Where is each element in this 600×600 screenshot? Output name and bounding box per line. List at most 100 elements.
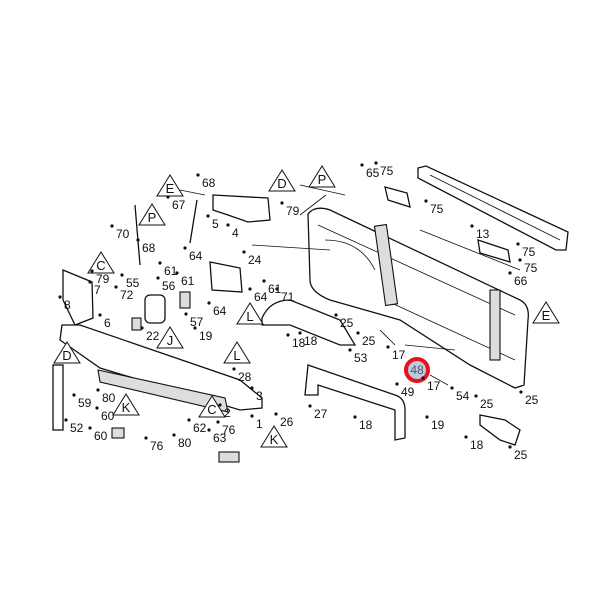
strip-52 <box>52 364 64 431</box>
part-label: 68 <box>142 241 156 255</box>
leader-dot <box>242 250 246 254</box>
leader-dot <box>516 242 520 246</box>
leader-dot <box>175 271 179 275</box>
leader-dot <box>58 295 62 299</box>
callout-triangle <box>198 395 226 418</box>
callout-triangle <box>156 174 184 197</box>
highlight-ring[interactable] <box>404 357 430 383</box>
bracket-d <box>212 194 271 223</box>
leader-dot <box>64 418 68 422</box>
lower-reinforcement <box>59 324 263 411</box>
callout-l: L <box>236 302 264 325</box>
part-label: 71 <box>281 290 295 304</box>
leader-dot <box>156 276 160 280</box>
callout-letter: D <box>277 176 286 191</box>
part-label: 1 <box>256 417 263 431</box>
part-label: 24 <box>248 253 262 267</box>
callout-e: E <box>156 174 184 197</box>
part-label: 2 <box>224 406 231 420</box>
callout-k: K <box>112 393 140 416</box>
callout-letter: D <box>62 348 71 363</box>
liner-panel <box>261 299 357 346</box>
callout-triangle <box>268 169 296 192</box>
part-label: 61 <box>164 264 178 278</box>
leader-dot <box>120 273 124 277</box>
part-label: 57 <box>190 315 204 329</box>
leader-dot <box>518 258 522 262</box>
part-label: 3 <box>256 389 263 403</box>
leader-dot <box>374 161 378 165</box>
part-label: 4 <box>232 226 239 240</box>
highlighted-part-marker[interactable]: 48 <box>404 357 430 383</box>
leader-dot <box>250 386 254 390</box>
leader-dot <box>470 224 474 228</box>
leader-dot <box>166 195 170 199</box>
part-label: 19 <box>199 329 213 343</box>
u-trim <box>304 364 406 441</box>
highlight-label[interactable]: 48 <box>410 363 424 377</box>
callout-triangle <box>308 165 336 188</box>
leader-dot <box>280 201 284 205</box>
callout-triangle <box>532 301 560 324</box>
callout-triangle <box>53 341 81 364</box>
handle-bezel-right <box>477 239 511 263</box>
leader-dot <box>110 224 114 228</box>
bracket-54 <box>479 414 521 446</box>
part-label: 25 <box>480 397 494 411</box>
leader-dot <box>348 348 352 352</box>
callout-triangle <box>223 341 251 364</box>
hinge-left <box>62 269 94 326</box>
spoiler <box>417 165 569 251</box>
leader-dot <box>424 199 428 203</box>
part-label: 54 <box>456 389 470 403</box>
handle-bezel-upper <box>384 186 411 208</box>
part-label: 25 <box>514 448 528 462</box>
leader-dot <box>183 246 187 250</box>
part-label: 18 <box>470 438 484 452</box>
leader-dot <box>216 420 220 424</box>
leader-dot <box>474 394 478 398</box>
callout-triangle <box>260 425 288 448</box>
part-label: 25 <box>525 393 539 407</box>
part-label: 25 <box>362 334 376 348</box>
part-label: 64 <box>189 249 203 263</box>
leader-dot <box>98 313 102 317</box>
part-label: 61 <box>181 274 195 288</box>
leader-dot <box>136 238 140 242</box>
leader-dot <box>90 269 94 273</box>
part-label: 5 <box>212 217 219 231</box>
part-label: 79 <box>96 272 110 286</box>
callout-c: C <box>87 251 115 274</box>
callout-letter: P <box>148 210 157 225</box>
part-label: 76 <box>222 423 236 437</box>
part-label: 18 <box>292 336 306 350</box>
callout-letter: P <box>318 172 327 187</box>
part-label: 60 <box>94 429 108 443</box>
part-label: 52 <box>70 421 84 435</box>
part-label: 59 <box>78 396 92 410</box>
part-label: 61 <box>268 282 282 296</box>
leader-dot <box>232 367 236 371</box>
leader-dot <box>508 271 512 275</box>
part-label: 72 <box>120 288 134 302</box>
part-label: 17 <box>392 348 406 362</box>
callout-letter: K <box>122 400 131 415</box>
part-label: 60 <box>101 409 115 423</box>
latch-24 <box>209 261 243 293</box>
leader-dot <box>88 426 92 430</box>
callout-d: D <box>268 169 296 192</box>
part-label: 65 <box>366 166 380 180</box>
leader-dot <box>184 312 188 316</box>
leader-dot <box>334 313 338 317</box>
part-label: 19 <box>431 418 445 432</box>
parts-drawing <box>52 165 569 463</box>
part-label: 75 <box>430 202 444 216</box>
part-label: 70 <box>116 227 130 241</box>
part-label: 8 <box>64 298 71 312</box>
part-label: 22 <box>146 329 160 343</box>
callout-e: E <box>532 301 560 324</box>
